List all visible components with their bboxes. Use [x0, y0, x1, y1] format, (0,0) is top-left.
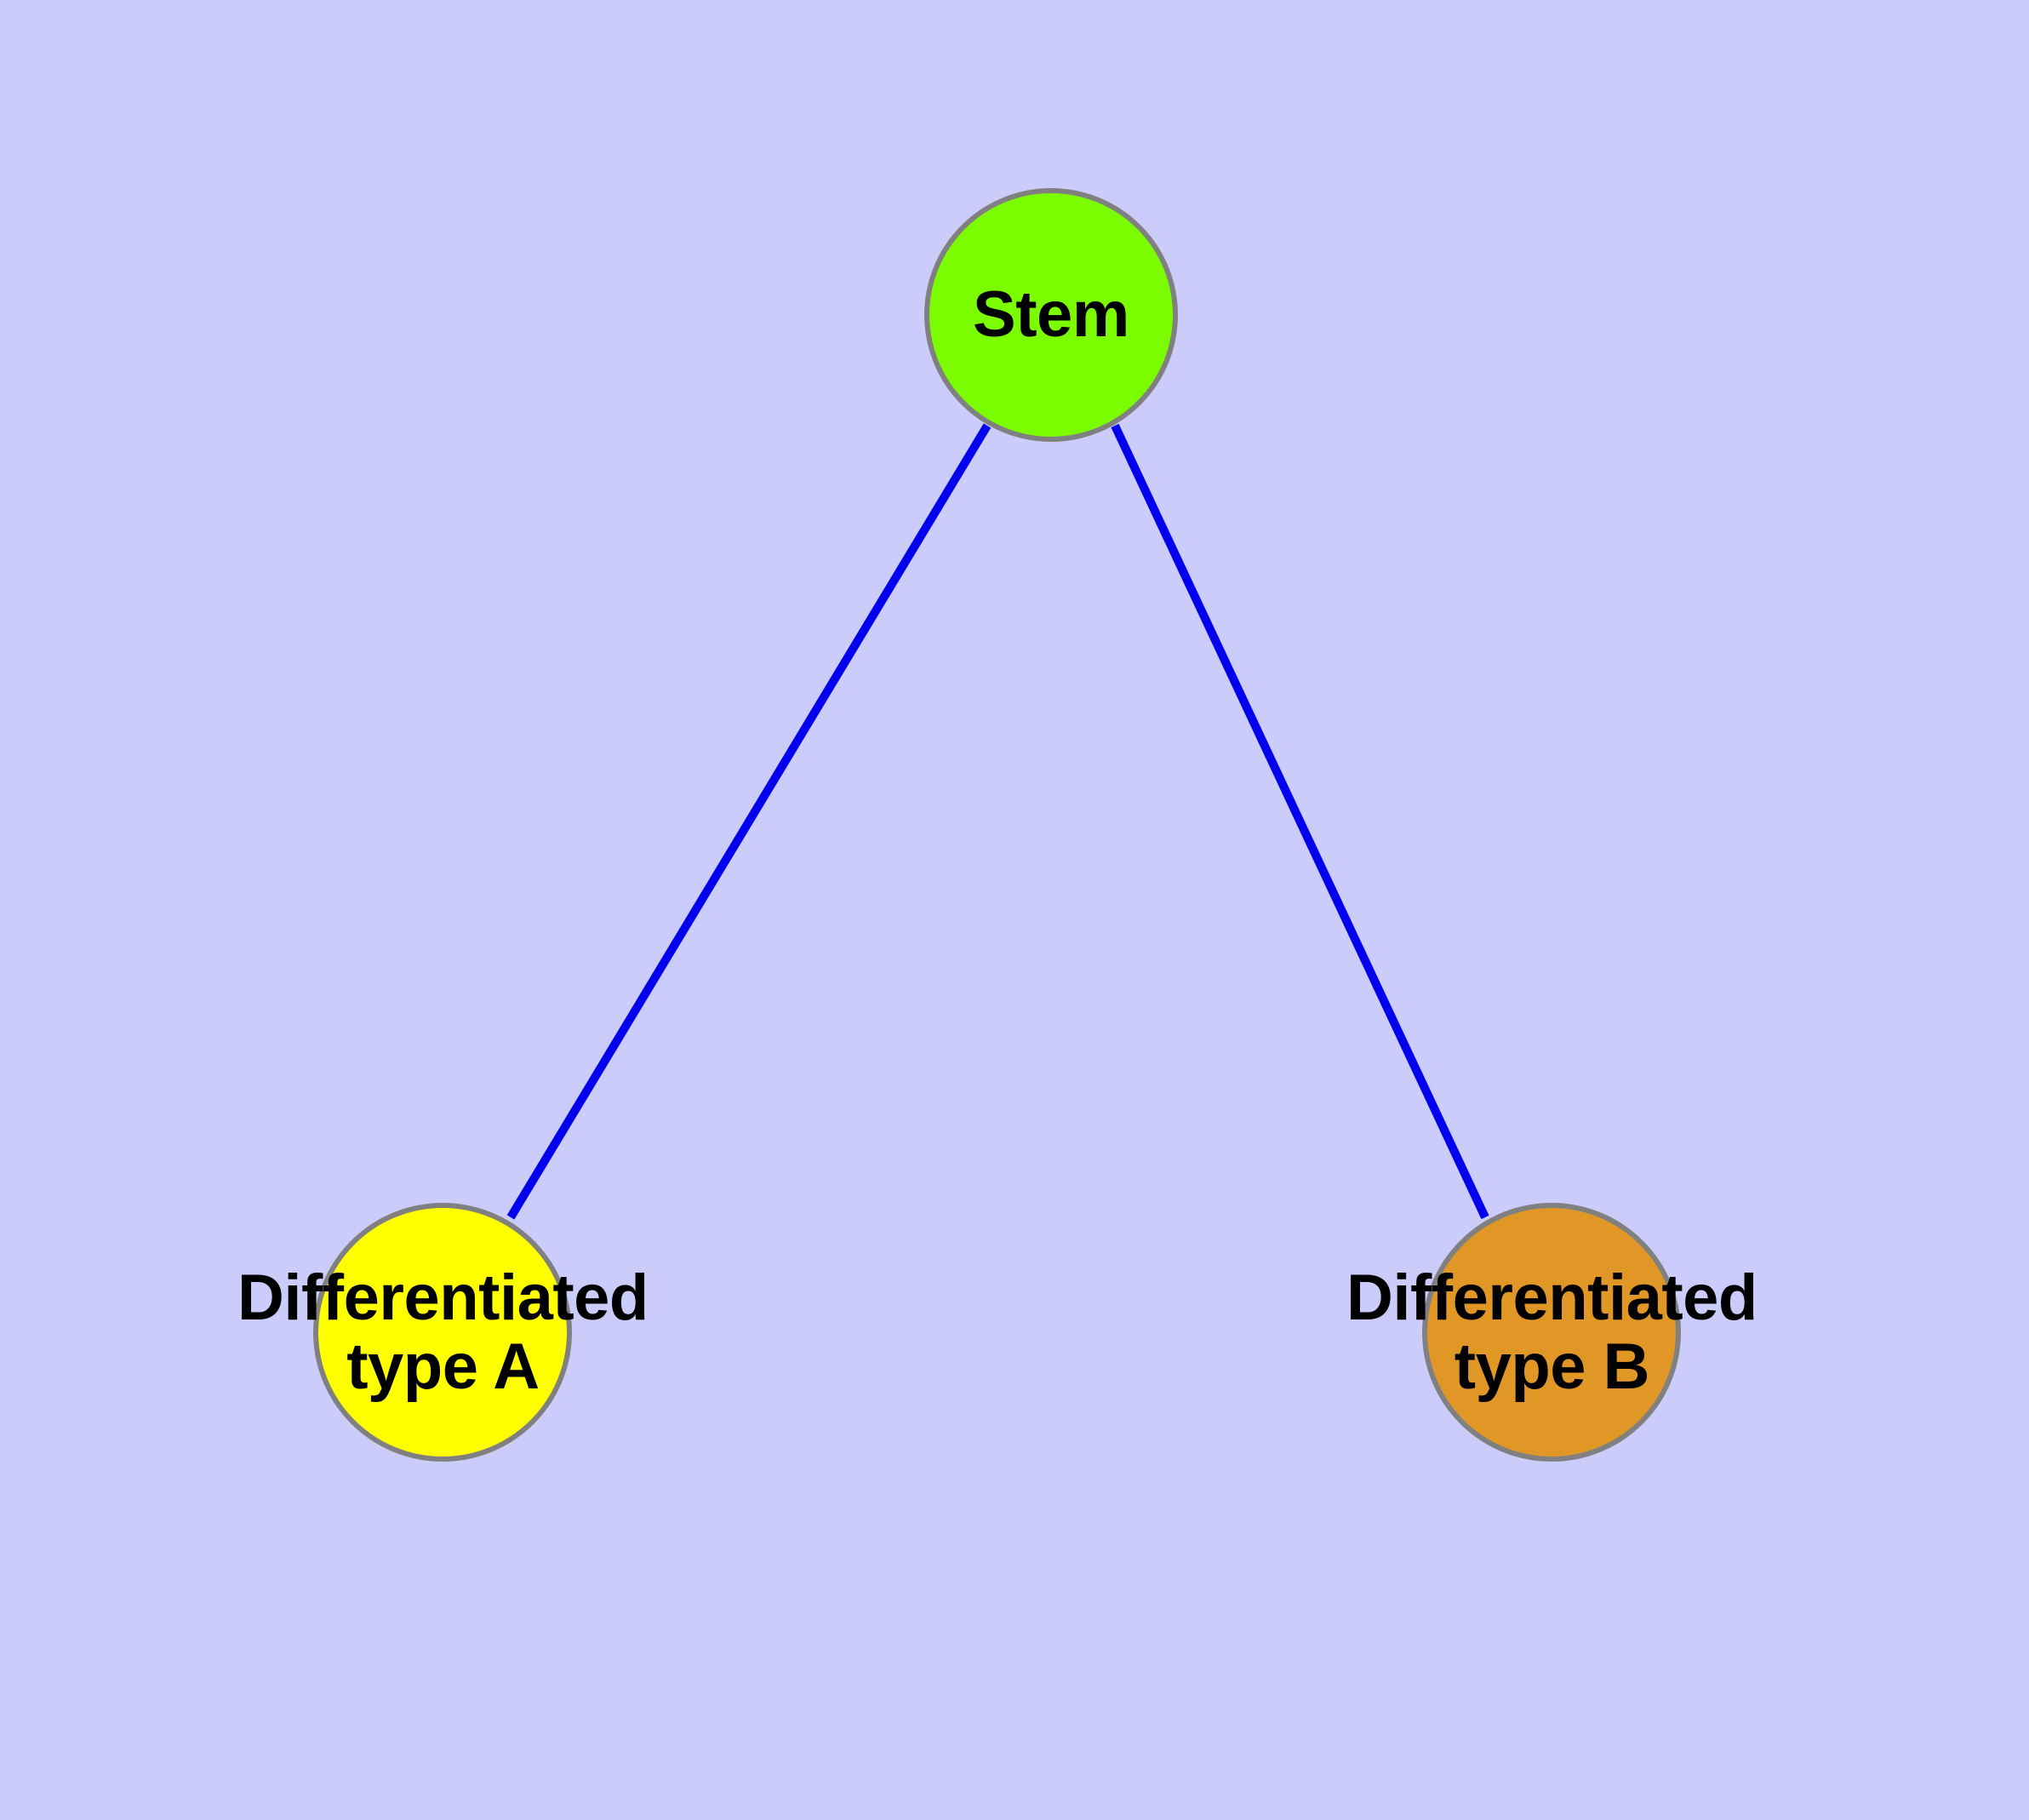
- graph-edge: [1111, 423, 1489, 1220]
- graph-node-stem[interactable]: [924, 188, 1178, 442]
- nodes-layer: [313, 188, 1681, 1462]
- graph-edge: [506, 423, 992, 1220]
- graph-node-diff_b[interactable]: [1422, 1203, 1681, 1462]
- graph-node-diff_a[interactable]: [313, 1203, 572, 1462]
- edges-layer: [506, 423, 1489, 1220]
